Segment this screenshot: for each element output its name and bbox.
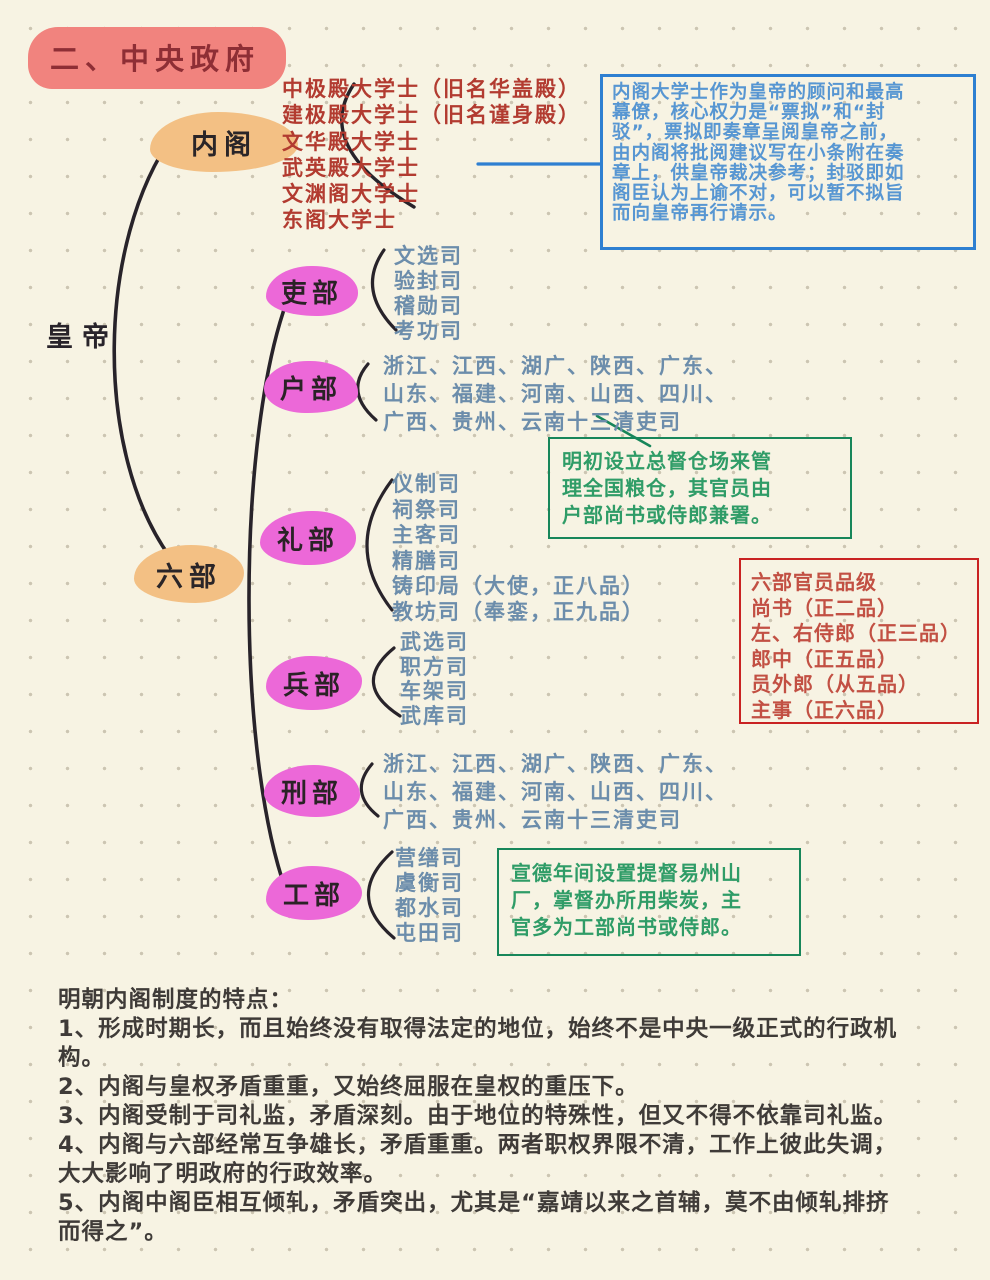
ministry-personnel-departments: 文选司 验封司 稽勋司 考功司 — [394, 244, 463, 343]
node-ministry-justice: 刑部 — [264, 765, 360, 817]
ministry-rites-departments: 仪制司 祠祭司 主客司 精膳司 铸印局（大使，正八品） 教坊司（奉銮，正九品） — [392, 472, 645, 624]
connector-emperor-branch — [112, 132, 176, 559]
bracket-xingbu — [359, 762, 380, 818]
node-ministry-personnel: 吏部 — [266, 266, 358, 316]
node-ministry-works: 工部 — [266, 866, 362, 920]
connector-six-ministries-branch — [247, 291, 294, 908]
ranks-note-box: 六部官员品级 尚书（正二品） 左、右侍郎（正三品） 郎中（正五品） 员外郎（从五… — [739, 558, 979, 724]
node-ministry-rites: 礼部 — [260, 511, 356, 565]
cabinet-members-list: 中极殿大学士（旧名华盖殿） 建极殿大学士（旧名谨身殿） 文华殿大学士 武英殿大学… — [282, 77, 581, 233]
summary-text: 明朝内阁制度的特点： 1、形成时期长，而且始终没有取得法定的地位，始终不是中央一… — [58, 987, 898, 1245]
ministry-revenue-bureaus: 浙江、江西、湖广、陕西、广东、 山东、福建、河南、山西、四川、 广西、贵州、云南… — [383, 354, 728, 434]
ministry-works-departments: 营缮司 虞衡司 都水司 屯田司 — [395, 846, 464, 945]
bracket-gongbu — [367, 850, 396, 940]
bracket-libu — [370, 248, 398, 332]
treasury-note-box: 明初设立总督仓场来管 理全国粮仓，其官员由 户部尚书或侍郎兼署。 — [548, 437, 852, 539]
ministry-war-departments: 武选司 职方司 车架司 武库司 — [400, 630, 469, 728]
cabinet-note-box: 内阁大学士作为皇帝的顾问和最高 幕僚，核心权力是“票拟”和“封 驳”，票拟即奏章… — [600, 74, 976, 250]
node-six-ministries: 六部 — [134, 545, 244, 603]
works-note-box: 宣德年间设置提督易州山 厂，掌督办所用柴炭，主 官多为工部尚书或侍郎。 — [497, 848, 801, 956]
node-ministry-war: 兵部 — [266, 656, 362, 710]
node-emperor: 皇帝 — [46, 322, 118, 353]
bracket-bingbu — [371, 646, 402, 718]
bracket-cabinet-members — [340, 82, 416, 209]
page-title: 二、中央政府 — [28, 27, 287, 89]
bracket-libu-rites — [365, 478, 394, 612]
bracket-hubu — [356, 362, 378, 422]
node-cabinet: 内阁 — [150, 112, 298, 172]
lead-line-treasury-note — [595, 414, 652, 448]
ministry-justice-bureaus: 浙江、江西、湖广、陕西、广东、 山东、福建、河南、山西、四川、 广西、贵州、云南… — [383, 752, 728, 832]
node-ministry-revenue: 户部 — [264, 361, 358, 413]
